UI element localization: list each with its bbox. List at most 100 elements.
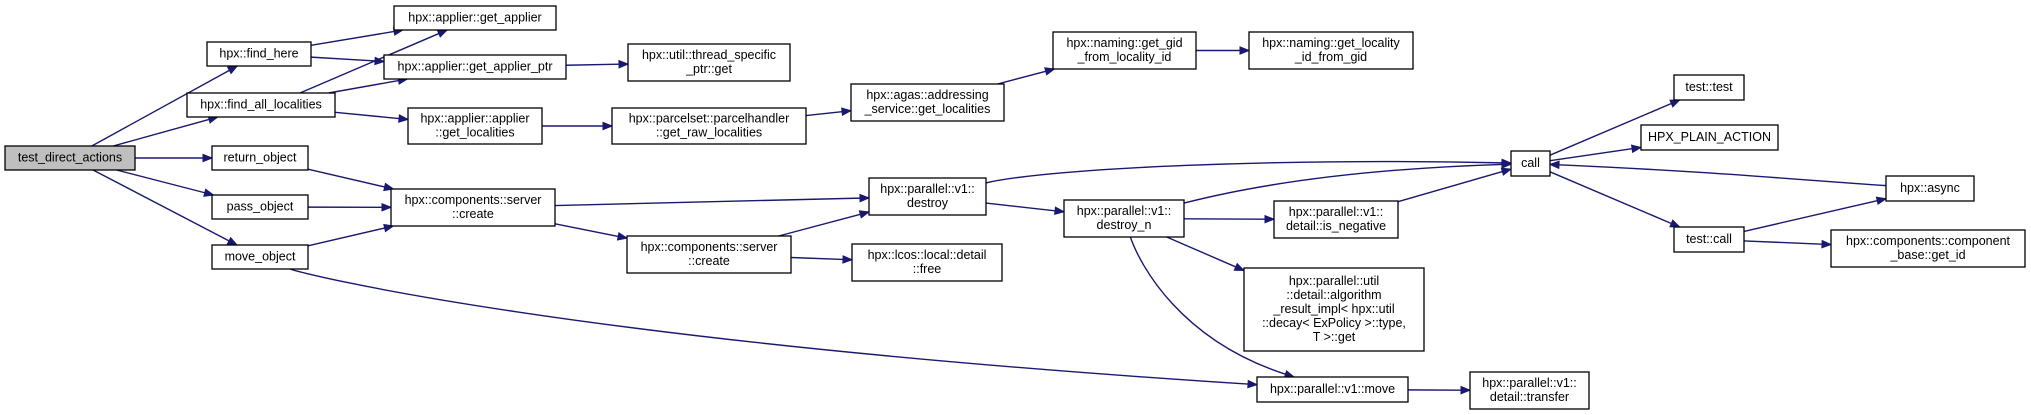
edge-find-here-to-get-applier-ptr (310, 56, 386, 66)
edge-server-create-1-to-server-create-2 (554, 223, 629, 241)
edge-return-object-to-server-create-1 (307, 168, 395, 192)
node-label: _ptr::get (685, 62, 732, 76)
arrowhead-icon (1460, 385, 1472, 395)
node-label: hpx::async (1900, 181, 1960, 195)
node-box (211, 244, 309, 270)
edge-server-create-2-to-destroy (778, 210, 871, 237)
arrowhead-icon (602, 121, 614, 131)
edge-line (113, 118, 210, 147)
node-label: ::create (452, 207, 494, 221)
edge-destroy-n-to-call (1183, 160, 1513, 204)
edge-call-to-hpx-plain-action (1549, 144, 1643, 162)
node-parallel-move[interactable]: hpx::parallel::v1::move (1256, 376, 1409, 403)
edge-line (1549, 102, 1672, 156)
edge-line (328, 79, 399, 94)
edge-line (310, 56, 376, 62)
node-label: hpx::parallel::v1:: (1289, 205, 1384, 219)
node-algorithm-result-impl-get[interactable]: hpx::parallel::util::detail::algorithm_r… (1243, 267, 1425, 352)
node-destroy[interactable]: hpx::parallel::v1::destroy (868, 177, 987, 216)
arrowhead-icon (398, 114, 410, 123)
node-get-applier-ptr[interactable]: hpx::applier::get_applier_ptr (383, 54, 567, 80)
node-addressing-service-get-localities[interactable]: hpx::agas::addressing_service::get_local… (850, 83, 1005, 122)
node-box (1673, 74, 1745, 101)
edge-line (307, 227, 385, 247)
node-pass-object[interactable]: pass_object (211, 194, 309, 220)
node-move-object[interactable]: move_object (211, 244, 309, 270)
node-label: hpx::lcos::local::detail (868, 248, 987, 262)
arrowhead-icon (381, 202, 393, 212)
node-detail-transfer[interactable]: hpx::parallel::v1::detail::transfer (1469, 371, 1590, 410)
edge-test-direct-actions-to-return-object (135, 153, 214, 163)
arrowhead-icon (1669, 219, 1681, 228)
node-label: _base::get_id (1889, 248, 1965, 262)
node-box (1256, 376, 1409, 403)
node-server-create-2[interactable]: hpx::components::server::create (626, 235, 792, 274)
node-return-object[interactable]: return_object (211, 145, 309, 171)
arrowhead-icon (842, 255, 854, 264)
node-label: hpx::components::component (1846, 234, 2011, 248)
node-label: hpx::parallel::util (1289, 274, 1379, 288)
node-find-all-localities[interactable]: hpx::find_all_localities (186, 92, 336, 118)
edge-line (1558, 164, 1887, 187)
node-component-base-get-id[interactable]: hpx::components::component_base::get_id (1830, 229, 2026, 268)
edge-line (1166, 236, 1237, 268)
edge-line (1183, 163, 1503, 204)
node-box (393, 5, 557, 31)
node-get-gid-from-locality-id[interactable]: hpx::naming::get_gid_from_locality_id (1052, 31, 1197, 70)
edge-call-to-test-call (1549, 171, 1681, 228)
node-parcelhandler-get-raw-localities[interactable]: hpx::parcelset::parcelhandler::get_raw_l… (611, 107, 807, 145)
node-box (407, 107, 543, 145)
arrowhead-icon (1630, 144, 1643, 154)
edge-test-direct-actions-to-pass-object (116, 169, 215, 197)
node-box (850, 83, 1005, 122)
edge-line (778, 213, 861, 237)
edge-test-direct-actions-to-move-object (92, 169, 239, 246)
node-box (1243, 267, 1425, 352)
edge-line (299, 32, 440, 94)
node-label: HPX_PLAIN_ACTION (1648, 130, 1771, 144)
edge-line (554, 197, 861, 207)
node-thread-specific-get[interactable]: hpx::util::thread_specific_ptr::get (627, 43, 791, 82)
node-label: destroy (907, 196, 949, 210)
node-box (1640, 124, 1779, 151)
node-find-here[interactable]: hpx::find_here (206, 41, 312, 67)
node-call[interactable]: call (1510, 150, 1551, 177)
arrowhead-icon (1247, 379, 1259, 389)
node-label: hpx::parcelset::parcelhandler (629, 112, 790, 126)
node-label: ::detail::algorithm (1286, 288, 1381, 302)
edge-get-gid-from-locality-id-to-get-locality-id-from-gid (1196, 46, 1251, 55)
arrowhead-icon (1501, 160, 1513, 169)
node-get-locality-id-from-gid[interactable]: hpx::naming::get_locality_id_from_gid (1248, 31, 1414, 70)
edge-line (565, 63, 620, 66)
node-lcos-free[interactable]: hpx::lcos::local::detail::free (851, 243, 1003, 282)
node-applier-get-localities[interactable]: hpx::applier::applier::get_localities (407, 107, 543, 145)
arrowhead-icon (858, 210, 871, 219)
node-hpx-async[interactable]: hpx::async (1885, 175, 1975, 202)
node-test-call[interactable]: test::call (1673, 226, 1745, 253)
node-hpx-plain-action[interactable]: HPX_PLAIN_ACTION (1640, 124, 1779, 151)
edge-line (985, 202, 1056, 212)
edge-test-call-to-hpx-async (1743, 196, 1888, 233)
node-test-direct-actions[interactable]: test_direct_actions (4, 145, 136, 171)
edge-destroy-to-destroy-n (985, 202, 1066, 216)
edge-line (1549, 171, 1672, 225)
node-box (1273, 200, 1399, 239)
arrowhead-icon (1875, 196, 1888, 206)
node-get-applier[interactable]: hpx::applier::get_applier (393, 5, 557, 31)
node-box (626, 235, 792, 274)
node-box (1885, 175, 1975, 202)
node-destroy-n[interactable]: hpx::parallel::v1::destroy_n (1063, 199, 1185, 238)
edge-line (1129, 236, 1286, 375)
node-label: hpx::applier::get_applier (408, 11, 541, 25)
edge-line (334, 111, 400, 120)
arrowhead-icon (841, 107, 853, 117)
arrowhead-icon (226, 65, 239, 75)
edge-line (997, 70, 1046, 85)
arrowhead-icon (1044, 67, 1056, 76)
node-label: call (1521, 156, 1540, 170)
node-test-test[interactable]: test::test (1673, 74, 1745, 101)
node-server-create-1[interactable]: hpx::components::server::create (390, 188, 556, 227)
node-is-negative[interactable]: hpx::parallel::v1::detail::is_negative (1273, 200, 1399, 239)
edge-is-negative-to-call (1397, 167, 1513, 203)
